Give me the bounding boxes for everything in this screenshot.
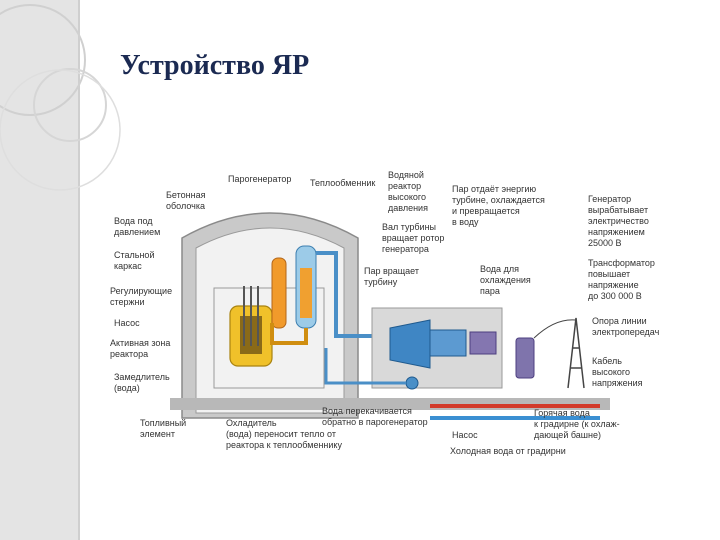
svg-text:(вода) переносит тепло от: (вода) переносит тепло от (226, 429, 336, 439)
label-pump-bottom: Насос (452, 430, 478, 440)
label-water-reactor: Водяной реактор высокого давления (388, 170, 428, 213)
svg-text:напряжения: напряжения (592, 378, 643, 388)
svg-text:Генератор: Генератор (588, 194, 631, 204)
svg-text:вращает ротор: вращает ротор (382, 233, 444, 243)
svg-text:реактора к теплообменнику: реактора к теплообменнику (226, 440, 342, 450)
label-steam-energy: Пар отдаёт энергию турбине, охлаждается … (452, 184, 545, 227)
page-title: Устройство ЯР (120, 50, 310, 81)
svg-text:Стальной: Стальной (114, 250, 154, 260)
svg-text:Насос: Насос (114, 318, 140, 328)
svg-text:Охладитель: Охладитель (226, 418, 277, 428)
svg-text:Опора линии: Опора линии (592, 316, 647, 326)
svg-text:(вода): (вода) (114, 383, 140, 393)
condenser (429, 329, 467, 357)
svg-text:стержни: стержни (110, 297, 145, 307)
label-hv-cable: Кабель высокого напряжения (592, 356, 643, 388)
reactor-diagram: Парогенератор Теплообменник Водяной реак… (110, 170, 660, 456)
svg-text:Вода под: Вода под (114, 216, 153, 226)
svg-text:Водяной: Водяной (388, 170, 424, 180)
svg-text:напряжением: напряжением (588, 227, 645, 237)
label-hot-water: Горячая вода к градирне (к охлаж- дающей… (534, 408, 620, 440)
svg-text:к градирне (к охлаж-: к градирне (к охлаж- (534, 419, 620, 429)
svg-text:Вал турбины: Вал турбины (382, 222, 436, 232)
power-line-tower (567, 317, 585, 389)
svg-text:дающей башне): дающей башне) (534, 430, 601, 440)
svg-text:Горячая вода: Горячая вода (534, 408, 590, 418)
label-steel-frame: Стальной каркас (114, 250, 154, 271)
svg-text:каркас: каркас (114, 261, 142, 271)
svg-text:электропередач: электропередач (592, 327, 660, 337)
primary-loop (270, 323, 308, 345)
svg-text:до 300 000 В: до 300 000 В (588, 291, 642, 301)
steam-generator (271, 257, 287, 329)
svg-text:элемент: элемент (140, 429, 175, 439)
left-decor-band (0, 0, 78, 540)
decor-circles (0, 4, 121, 191)
svg-text:оболочка: оболочка (166, 201, 205, 211)
svg-text:Пар отдаёт энергию: Пар отдаёт энергию (452, 184, 536, 194)
label-coolant: Охладитель (вода) переносит тепло от реа… (226, 418, 342, 450)
svg-text:электричество: электричество (588, 216, 649, 226)
svg-text:Трансформатор: Трансформатор (588, 258, 655, 268)
svg-text:Активная зона: Активная зона (110, 338, 170, 348)
svg-text:Теплообменник: Теплообменник (310, 178, 375, 188)
label-heat-exchanger: Теплообменник (310, 178, 375, 188)
left-decor-divider (78, 0, 80, 540)
svg-text:напряжение: напряжение (588, 280, 639, 290)
svg-text:высокого: высокого (388, 192, 426, 202)
svg-text:Кабель: Кабель (592, 356, 622, 366)
steam-pipe (316, 251, 400, 338)
svg-text:Парогенератор: Парогенератор (228, 174, 291, 184)
label-active-zone: Активная зона реактора (110, 338, 170, 359)
svg-text:давлением: давлением (114, 227, 160, 237)
label-power-tower: Опора линии электропередач (592, 316, 660, 337)
label-cold-water: Холодная вода от градирни (450, 446, 566, 456)
svg-text:высокого: высокого (592, 367, 630, 377)
svg-text:охлаждения: охлаждения (480, 275, 531, 285)
svg-text:Топливный: Топливный (140, 418, 186, 428)
svg-text:обратно в парогенератор: обратно в парогенератор (322, 417, 428, 427)
label-steam-turbine: Пар вращает турбину (364, 266, 419, 287)
svg-text:генератора: генератора (382, 244, 429, 254)
label-pump-left: Насос (114, 318, 140, 328)
svg-text:и превращается: и превращается (452, 206, 520, 216)
label-control-rods: Регулирующие стержни (110, 286, 172, 307)
label-fuel-element: Топливный элемент (140, 418, 186, 439)
label-cooling-water: Вода для охлаждения пара (480, 264, 531, 296)
svg-text:Насос: Насос (452, 430, 478, 440)
svg-text:реактор: реактор (388, 181, 421, 191)
label-turbine-shaft: Вал турбины вращает ротор генератора (382, 222, 444, 254)
label-generator: Генератор вырабатывает электричество нап… (588, 194, 649, 248)
svg-text:Вода для: Вода для (480, 264, 519, 274)
svg-text:пара: пара (480, 286, 500, 296)
svg-text:реактора: реактора (110, 349, 148, 359)
svg-text:в воду: в воду (452, 217, 479, 227)
transformer (515, 337, 535, 379)
svg-text:Бетонная: Бетонная (166, 190, 206, 200)
return-pipe (324, 348, 406, 385)
label-moderator: Замедлитель (вода) (114, 372, 170, 393)
svg-text:вырабатывает: вырабатывает (588, 205, 648, 215)
heat-exchanger-core (300, 268, 312, 318)
svg-text:давления: давления (388, 203, 428, 213)
svg-text:повышает: повышает (588, 269, 630, 279)
feed-pump (405, 376, 419, 390)
label-steam-generator: Парогенератор (228, 174, 291, 184)
label-concrete-shell: Бетонная оболочка (166, 190, 206, 211)
hv-cable (533, 319, 577, 339)
svg-text:Вода перекачивается: Вода перекачивается (322, 406, 412, 416)
label-pressurized-water: Вода под давлением (114, 216, 160, 237)
label-transformer: Трансформатор повышает напряжение до 300… (588, 258, 655, 301)
svg-text:Замедлитель: Замедлитель (114, 372, 170, 382)
generator (469, 331, 497, 355)
svg-text:Регулирующие: Регулирующие (110, 286, 172, 296)
steel-frame (213, 287, 325, 389)
svg-text:Холодная вода от градирни: Холодная вода от градирни (450, 446, 566, 456)
svg-text:турбине, охлаждается: турбине, охлаждается (452, 195, 545, 205)
label-pumped-back: Вода перекачивается обратно в парогенера… (322, 406, 428, 427)
svg-text:турбину: турбину (364, 277, 398, 287)
svg-text:25000 В: 25000 В (588, 238, 622, 248)
turbine (389, 319, 431, 369)
svg-text:Пар вращает: Пар вращает (364, 266, 419, 276)
